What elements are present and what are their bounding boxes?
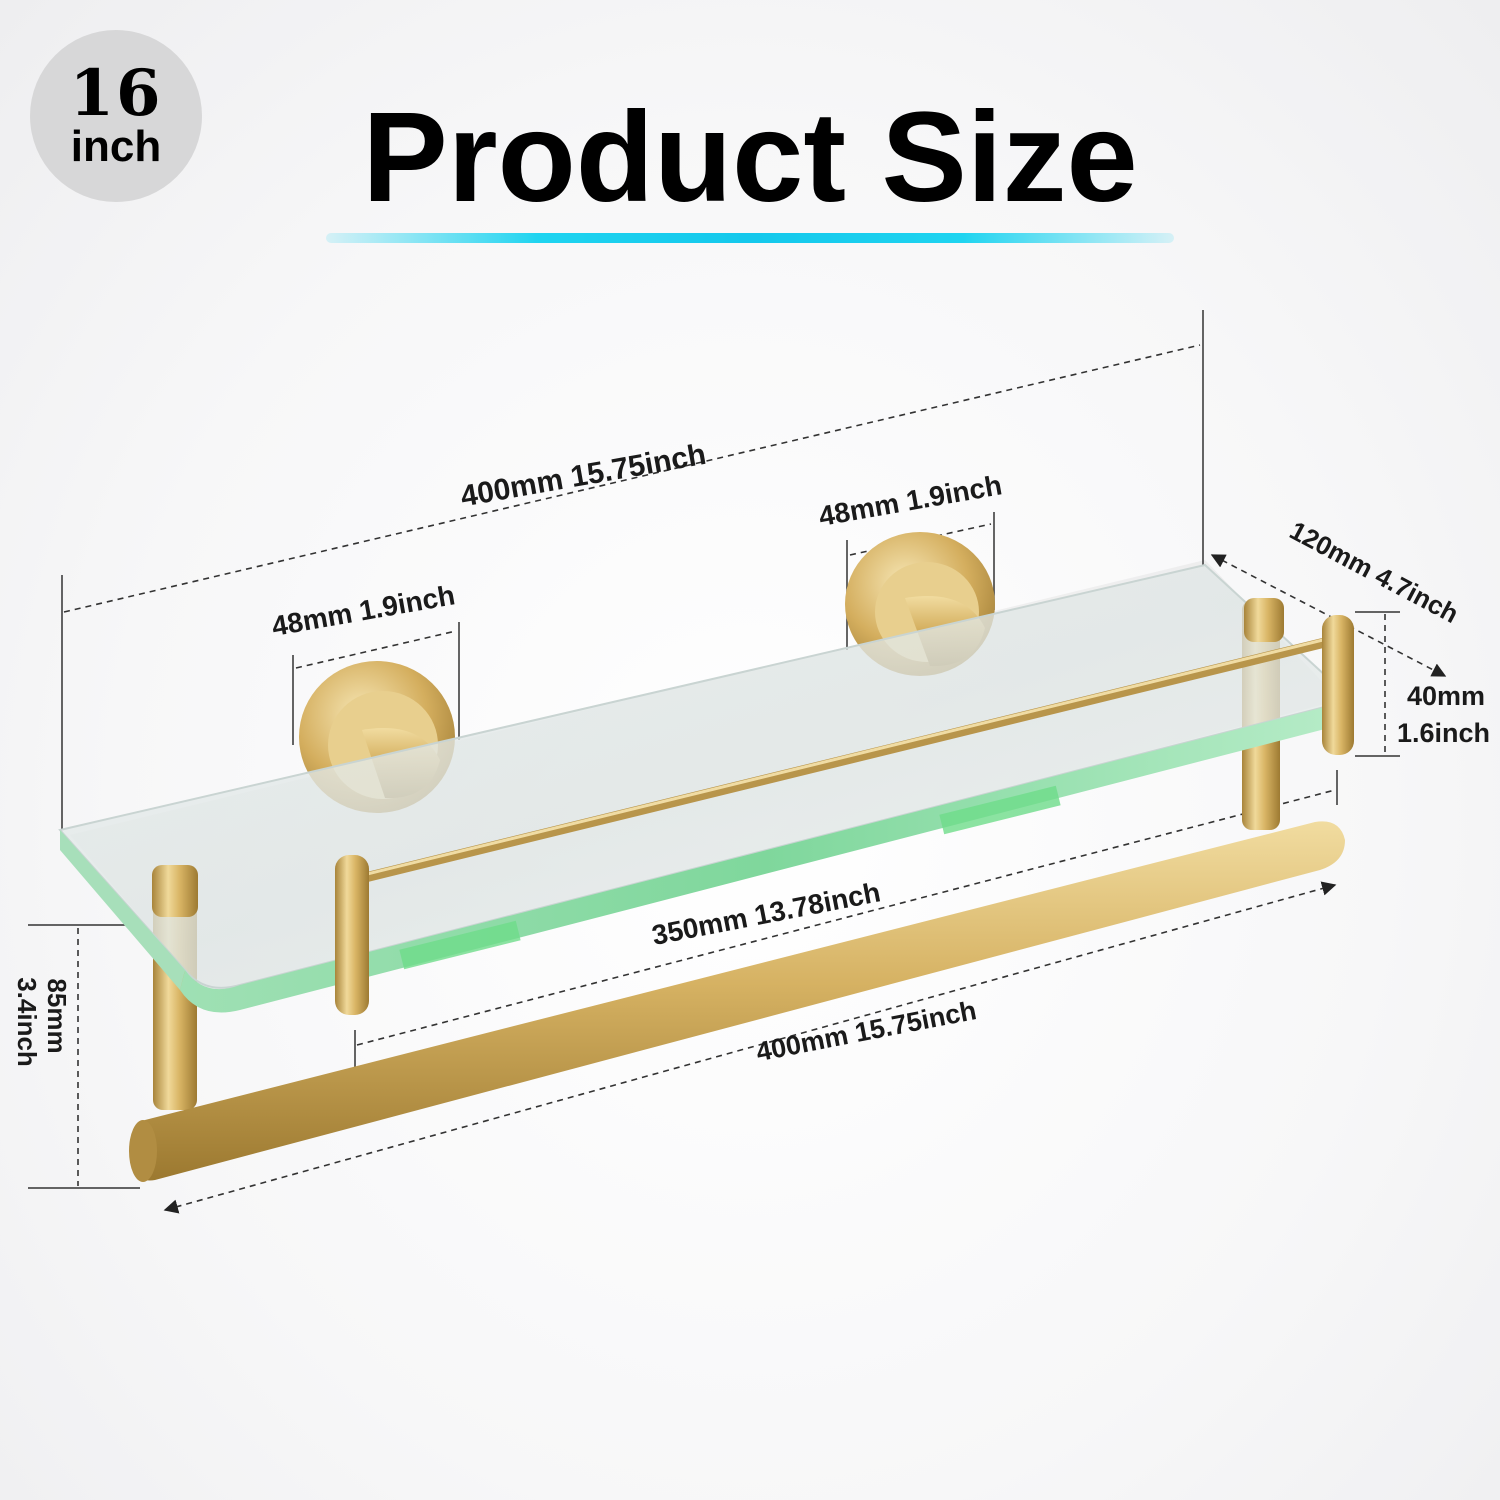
post-cap-back [1244,598,1284,642]
badge-number: 16 [69,56,163,131]
badge-unit: inch [70,122,162,171]
label-bracket-right: 48mm 1.9inch [816,469,1004,532]
label-rail-height-inch: 1.6inch [1397,718,1490,748]
glass-shelf [58,563,1355,1013]
size-badge: 16 inch [30,30,202,202]
extension-lines [28,310,1400,1189]
page-title: Product Size [362,86,1138,229]
label-shelf-length: 400mm 15.75inch [458,438,708,514]
label-bracket-left: 48mm 1.9inch [269,579,457,642]
gallery-rail [335,615,1354,1015]
label-height-mm: 85mm [42,978,72,1053]
title-underline [326,233,1174,243]
towel-bar [129,821,1345,1182]
label-height-inch: 3.4inch [12,977,42,1067]
label-rail-height-mm: 40mm [1407,681,1485,711]
post-cap-front [152,865,198,917]
